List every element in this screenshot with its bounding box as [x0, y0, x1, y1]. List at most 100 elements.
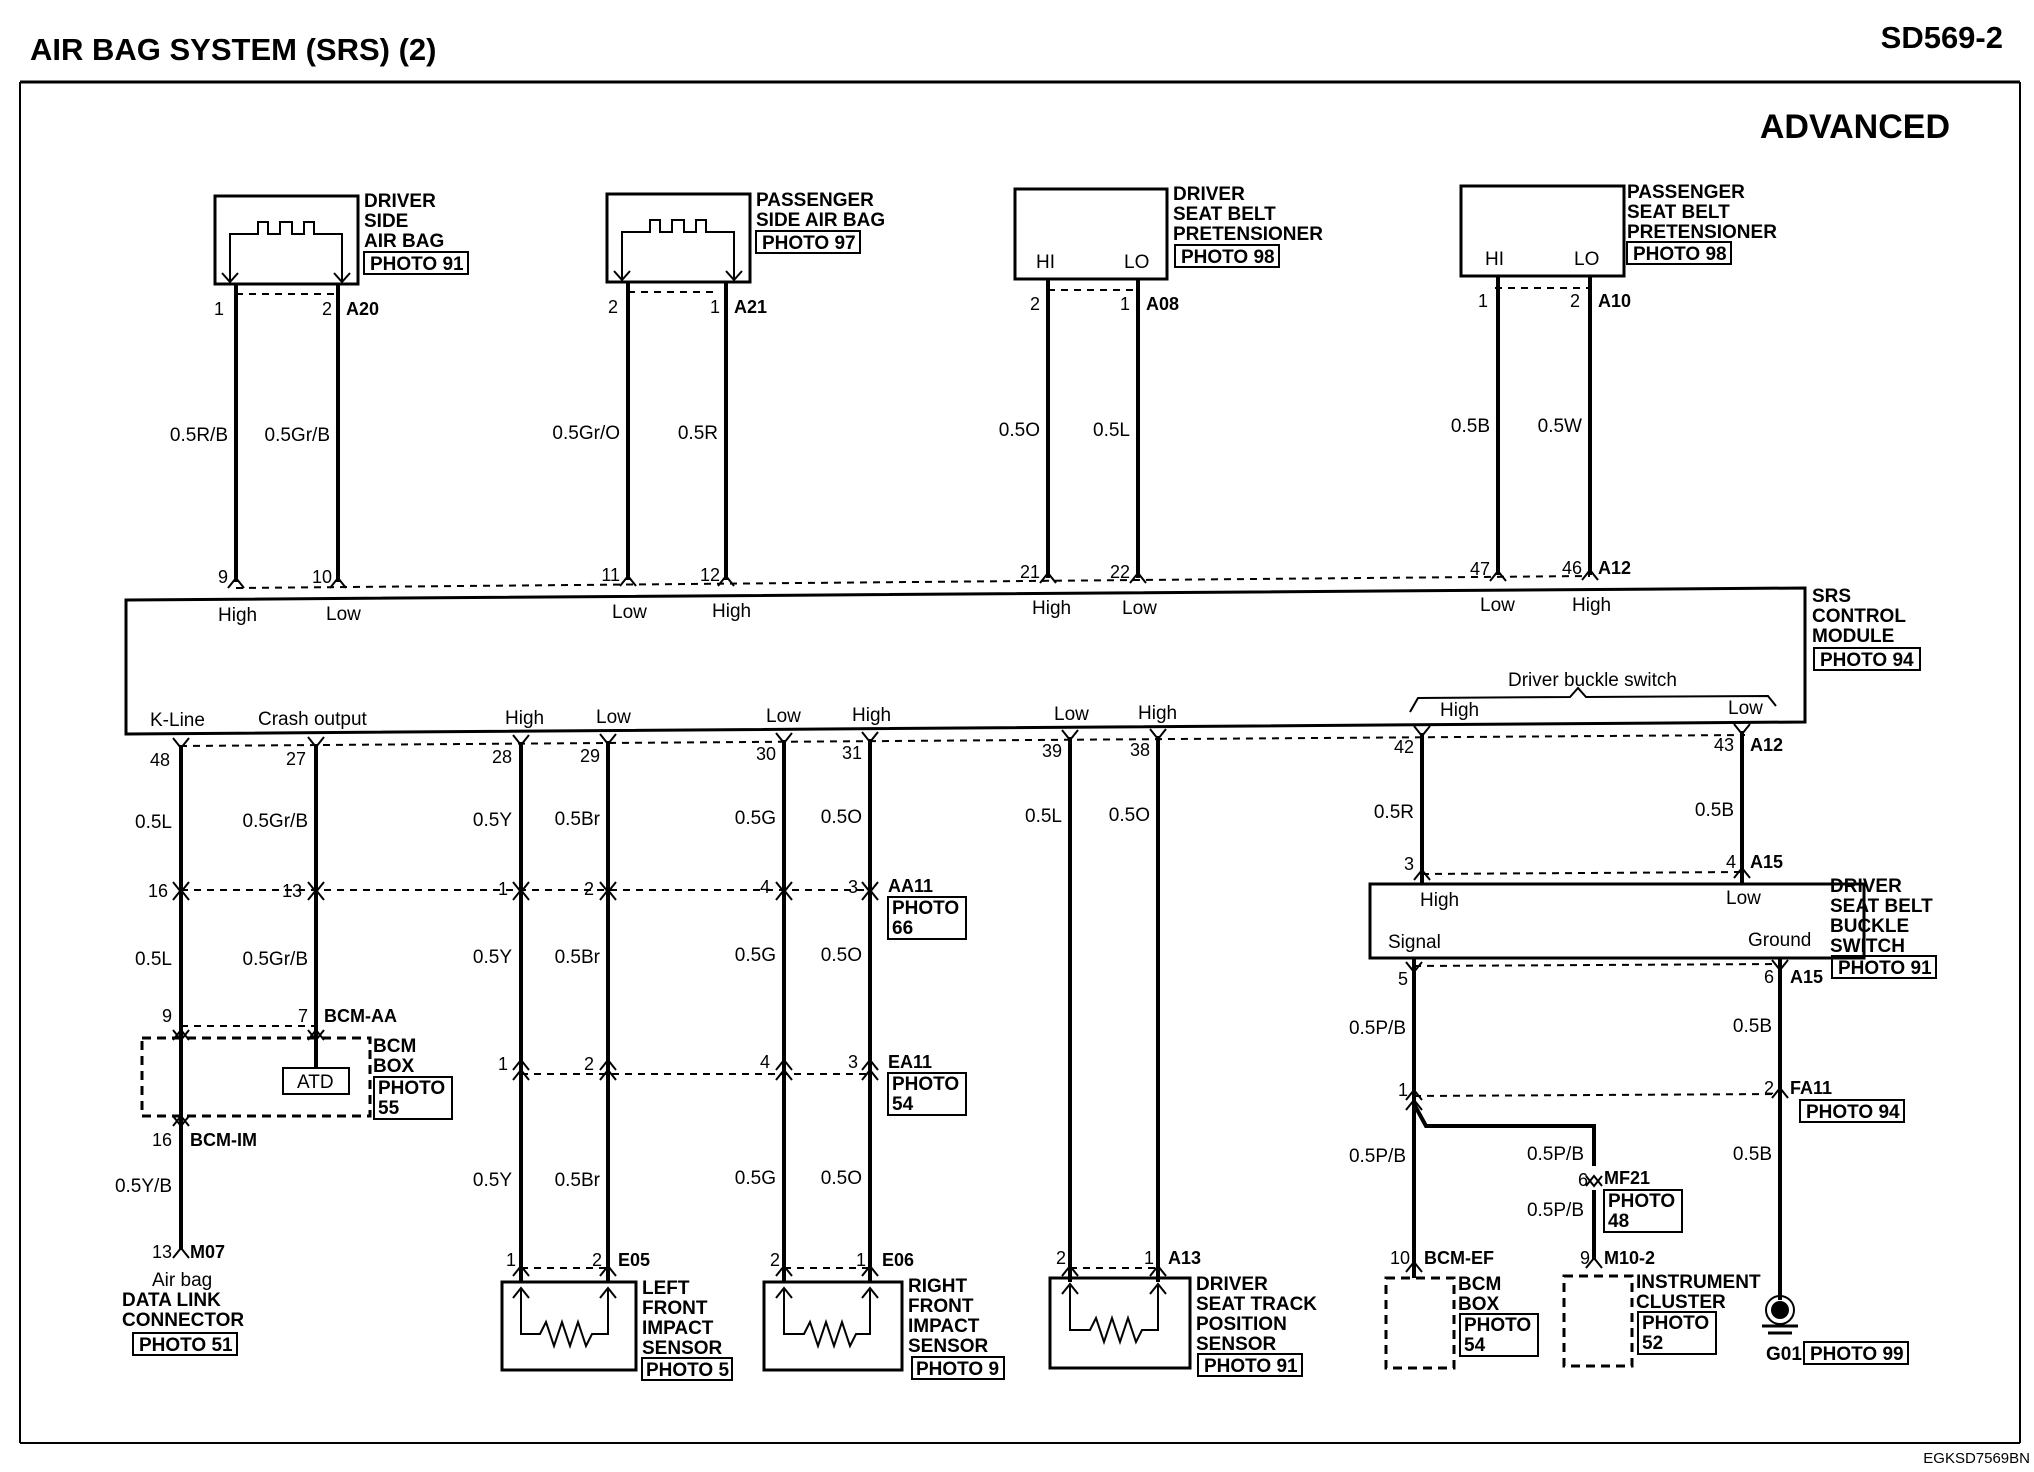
bcm-box54-label-1: BCM	[1458, 1274, 1501, 1295]
passenger-airbag-photo: PHOTO 97	[762, 233, 856, 254]
pin-a15-6: 6	[1764, 967, 1774, 987]
driver-airbag-label-1: DRIVER	[364, 191, 436, 212]
driver-pret-label-3: PRETENSIONER	[1173, 224, 1323, 245]
pin-ea11-4: 4	[760, 1052, 770, 1072]
sig-29-low: Low	[596, 707, 631, 728]
bcm-box-55	[140, 1036, 372, 1118]
pin-m-27: 27	[286, 749, 306, 769]
sig-10-low: Low	[326, 604, 361, 625]
pin-m-48: 48	[150, 750, 170, 770]
wire-0.5O-top: 0.5O	[999, 420, 1040, 441]
sig-30-low: Low	[766, 706, 801, 727]
wire-0.5G-2: 0.5G	[735, 945, 776, 966]
left-impact-label-4: SENSOR	[642, 1338, 723, 1359]
sig-39-low: Low	[1054, 704, 1089, 725]
pin-aa11-1: 1	[498, 879, 508, 899]
ground-symbol	[1762, 1295, 1798, 1335]
wire-0.5Y-3: 0.5Y	[473, 1170, 512, 1191]
pin-m-28: 28	[492, 747, 512, 767]
cluster-photo-1: PHOTO	[1642, 1313, 1709, 1334]
wire-0.5Y-1: 0.5Y	[473, 810, 512, 831]
wire-0.5O-s2: 0.5O	[1109, 805, 1150, 826]
wire-0.5G-3: 0.5G	[735, 1168, 776, 1189]
driver-pret-photo: PHOTO 98	[1181, 247, 1275, 268]
pin-m-22: 22	[1110, 562, 1130, 582]
connector-a20: A20	[346, 299, 379, 319]
bcm-box55-label-2: BOX	[373, 1056, 415, 1077]
ea11-photo-1: PHOTO	[892, 1074, 959, 1095]
wire-0.5Br-2: 0.5Br	[555, 947, 601, 968]
pin-a20-2: 2	[322, 299, 332, 319]
wire-0.5O-3: 0.5O	[821, 1168, 862, 1189]
pin-ea11-3: 3	[848, 1052, 858, 1072]
pin-m-43: 43	[1714, 735, 1734, 755]
aa11-row-pins: 16 13 1 2 4 3 AA11 PHOTO 66	[148, 876, 967, 940]
wire-0.5Y-2: 0.5Y	[473, 947, 512, 968]
wire-0.5P/B-1: 0.5P/B	[1349, 1018, 1406, 1039]
passenger-pretensioner: HI LO PASSENGER SEAT BELT PRETENSIONER P…	[1459, 182, 1777, 278]
buckle-label-3: BUCKLE	[1830, 916, 1909, 937]
buckle-low: Low	[1726, 888, 1761, 909]
driver-buckle-switch-group: Driver buckle switch	[1508, 670, 1677, 691]
sig-31-high: High	[852, 705, 891, 726]
page-code: SD569-2	[1881, 20, 2003, 55]
pin-m-39: 39	[1042, 741, 1062, 761]
pin-m-31: 31	[842, 743, 862, 763]
wire-0.5R-top: 0.5R	[678, 423, 718, 444]
wire-0.5G-1: 0.5G	[735, 808, 776, 829]
wire-0.5Gr/O: 0.5Gr/O	[552, 423, 620, 444]
pin-aa11-3: 3	[848, 877, 858, 897]
buckle-label-4: SWITCH	[1830, 936, 1905, 957]
wire-0.5P/B-4: 0.5P/B	[1527, 1200, 1584, 1221]
pin-e05-1: 1	[506, 1250, 516, 1270]
pin-m07-13: 13	[152, 1242, 172, 1262]
driver-pret-hi: HI	[1036, 252, 1055, 273]
connector-a15-top: A15	[1750, 852, 1783, 872]
left-impact-label-1: LEFT	[642, 1278, 690, 1299]
seat-track-label-3: POSITION	[1196, 1314, 1287, 1335]
pin-a21-1: 1	[710, 297, 720, 317]
pin-a20-1: 1	[214, 299, 224, 319]
pin-e05-2: 2	[592, 1250, 602, 1270]
right-impact-label-1: RIGHT	[908, 1276, 968, 1297]
connector-bcm-aa: BCM-AA	[324, 1006, 397, 1026]
sig-43-low: Low	[1728, 698, 1763, 719]
cluster-label-1: INSTRUMENT	[1636, 1272, 1761, 1293]
pin-aa11-13: 13	[282, 881, 302, 901]
figure-code: EGKSD7569BN	[1923, 1450, 2030, 1467]
connector-a21: A21	[734, 297, 767, 317]
bcm-box54-photo-1: PHOTO	[1464, 1315, 1531, 1336]
aa11-photo-2: 66	[892, 918, 913, 939]
variant-label: ADVANCED	[1760, 108, 1950, 146]
ea11-photo-2: 54	[892, 1094, 914, 1115]
sig-11-low: Low	[612, 602, 647, 623]
aa11-photo-1: PHOTO	[892, 898, 959, 919]
connector-bcm-im: BCM-IM	[190, 1130, 257, 1150]
wire-0.5Br-3: 0.5Br	[555, 1170, 601, 1191]
pin-m-46: 46	[1562, 558, 1582, 578]
pin-m-10: 10	[312, 567, 332, 587]
pin-m-11: 11	[601, 565, 620, 585]
pin-m10-9: 9	[1580, 1248, 1590, 1268]
pin-a13-1: 1	[1144, 1248, 1154, 1268]
bcm-box54-photo-2: 54	[1464, 1335, 1486, 1356]
connector-e05: E05	[618, 1250, 650, 1270]
buckle-switch: 3 4 A15 High Low Signal Ground DRIVER SE…	[1368, 852, 1937, 989]
buckle-signal: Signal	[1388, 932, 1441, 953]
pin-bcmaa-7: 7	[298, 1006, 308, 1026]
bcm-box55-photo-2: 55	[378, 1098, 400, 1119]
sig-28-high: High	[505, 708, 544, 729]
pass-pret-lo: LO	[1574, 249, 1599, 270]
bcm-box54-label-2: BOX	[1458, 1294, 1500, 1315]
driver-pret-label-1: DRIVER	[1173, 184, 1245, 205]
buckle-high: High	[1420, 890, 1459, 911]
pass-pret-label-2: SEAT BELT	[1627, 202, 1730, 223]
pin-a10-2: 2	[1570, 291, 1580, 311]
buckle-photo: PHOTO 91	[1838, 958, 1932, 979]
connector-m10-2: M10-2	[1604, 1248, 1655, 1268]
connector-bcm-ef: BCM-EF	[1424, 1248, 1494, 1268]
sig-9-high: High	[218, 605, 257, 626]
data-link-label-2: DATA LINK	[122, 1290, 221, 1311]
seat-track-label-1: DRIVER	[1196, 1274, 1268, 1295]
pin-bcmim-16: 16	[152, 1130, 172, 1150]
